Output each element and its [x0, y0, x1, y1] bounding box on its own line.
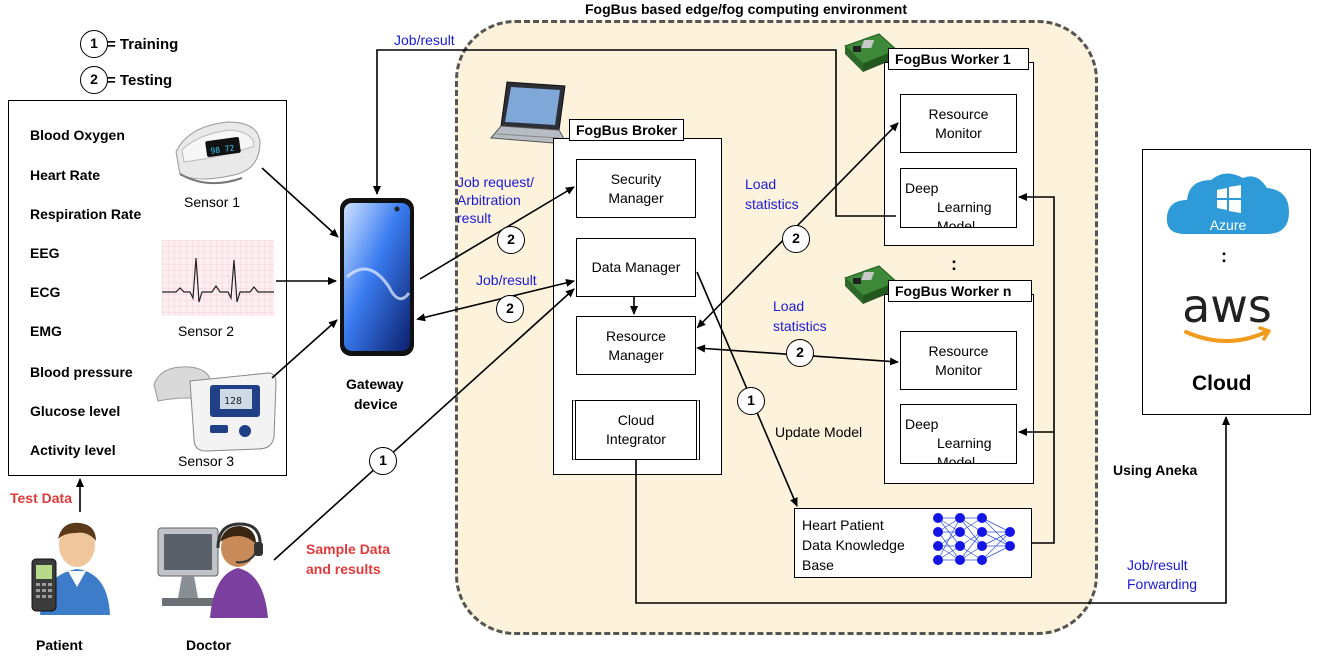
cloud-ellipsis: :	[1221, 246, 1227, 266]
blood-pressure-monitor-icon: 128	[153, 366, 277, 452]
edge-job-request-line2: Arbitration	[457, 192, 521, 208]
legend-testing-label: = Testing	[107, 72, 173, 89]
pulse-oximeter-icon: 98 72	[175, 121, 261, 185]
sensor-item-emg: EMG	[30, 323, 62, 339]
sensor-item-heart-rate: Heart Rate	[30, 167, 101, 183]
worker-1-monitor-line2: Monitor	[935, 124, 982, 141]
edge-job-request-line3: result	[457, 210, 492, 226]
step-2-job-request: 2	[497, 226, 525, 254]
cloud-label: Cloud	[1192, 372, 1252, 395]
patient-icon	[31, 522, 110, 615]
sensor-item-blood-pressure: Blood pressure	[30, 364, 133, 380]
sensor-item-respiration-rate: Respiration Rate	[30, 206, 142, 222]
workers-ellipsis: :	[951, 254, 957, 274]
svg-text:98 72: 98 72	[210, 143, 235, 155]
resource-manager-box: Resource Manager	[576, 316, 696, 375]
gateway-label-line2: device	[354, 396, 398, 412]
doctor-label: Doctor	[186, 637, 232, 653]
edge-forwarding-line1: Job/result	[1127, 557, 1188, 573]
step-1-sample-data: 1	[369, 447, 397, 475]
sensor-item-glucose-level: Glucose level	[30, 403, 121, 419]
edge-forwarding-line2: Forwarding	[1127, 576, 1198, 592]
worker-n-monitor-line2: Monitor	[935, 361, 982, 378]
edge-using-aneka: Using Aneka	[1113, 462, 1198, 478]
knowledge-base-line3: Base	[802, 557, 834, 573]
sample-data-label-line1: Sample Data	[306, 541, 391, 557]
sensor-item-activity-level: Activity level	[30, 442, 116, 458]
patient-label: Patient	[36, 637, 83, 653]
step-2-load-stats-bottom: 2	[786, 339, 814, 367]
fogbus-broker-title: FogBus Broker	[569, 119, 685, 141]
doctor-icon	[157, 522, 268, 618]
step-2-load-stats-top: 2	[782, 225, 810, 253]
gateway-label-line1: Gateway	[346, 376, 404, 392]
worker-n-monitor-line1: Resource	[928, 342, 989, 359]
legend-training-circle: 1	[80, 30, 108, 58]
worker-1-deep-learning-model: Deep Learning Model	[900, 168, 1017, 228]
worker-n-model-line1: Deep	[905, 416, 939, 432]
step-2-job-result: 2	[496, 295, 524, 323]
legend-training-label: = Training	[107, 36, 179, 53]
broker-laptop-icon	[489, 81, 568, 145]
data-manager-label: Data Manager	[591, 259, 681, 275]
azure-label: Azure	[1210, 217, 1247, 233]
sensor-item-eeg: EEG	[30, 245, 60, 261]
test-data-label: Test Data	[10, 490, 72, 506]
data-manager-box: Data Manager	[576, 238, 696, 297]
knowledge-base-box	[794, 508, 1032, 578]
sensor-3-label: Sensor 3	[178, 453, 235, 469]
cloud-integrator-line1: Cloud	[617, 412, 655, 428]
fogbus-worker-n-title: FogBus Worker n	[888, 280, 1032, 302]
fogbus-worker-1-title: FogBus Worker 1	[888, 48, 1029, 70]
worker-1-model-line3: Model	[937, 218, 976, 228]
resource-manager-line1: Resource	[606, 327, 666, 344]
sensor-item-blood-oxygen: Blood Oxygen	[30, 127, 125, 143]
worker-1-model-line2: Learning	[937, 199, 992, 215]
security-manager-line2: Manager	[608, 189, 664, 206]
edge-job-result-top: Job/result	[394, 32, 455, 48]
sensor-1-label: Sensor 1	[184, 194, 241, 210]
step-1-update-model: 1	[737, 387, 765, 415]
cloud-integrator-line2: Integrator	[606, 431, 666, 447]
security-manager-box: Security Manager	[576, 159, 696, 218]
worker-1-resource-monitor: Resource Monitor	[900, 94, 1017, 153]
sample-data-label-line2: and results	[306, 561, 381, 577]
environment-title: FogBus based edge/fog computing environm…	[585, 1, 908, 17]
worker-n-deep-learning-model: Deep Learning Model	[900, 404, 1017, 464]
azure-cloud-icon: Azure	[1166, 173, 1289, 234]
resource-manager-line2: Manager	[608, 346, 664, 363]
sensor-2-label: Sensor 2	[178, 323, 235, 339]
worker-1-model-line1: Deep	[905, 180, 939, 196]
knowledge-base-line1: Heart Patient	[802, 517, 884, 533]
worker-n-model-line3: Model	[937, 454, 976, 464]
legend-testing-circle: 2	[80, 66, 108, 94]
neural-network-icon	[933, 513, 1015, 565]
security-manager-line1: Security	[610, 170, 662, 187]
aws-logo-icon: aws	[1182, 280, 1272, 343]
worker-1-monitor-line1: Resource	[928, 105, 989, 122]
aws-label: aws	[1182, 280, 1272, 333]
sensor-item-ecg: ECG	[30, 284, 61, 300]
worker-n-resource-monitor: Resource Monitor	[900, 331, 1017, 390]
edge-update-model: Update Model	[775, 424, 863, 440]
worker-n-model-line2: Learning	[937, 435, 992, 451]
knowledge-base-line2: Data Knowledge	[802, 537, 905, 553]
gateway-smartphone-icon	[340, 198, 414, 356]
cloud-integrator-box: Cloud Integrator	[572, 400, 700, 460]
ecg-strip-icon	[162, 240, 274, 316]
svg-text:128: 128	[224, 396, 242, 407]
edge-job-request-line1: Job request/	[457, 174, 535, 190]
